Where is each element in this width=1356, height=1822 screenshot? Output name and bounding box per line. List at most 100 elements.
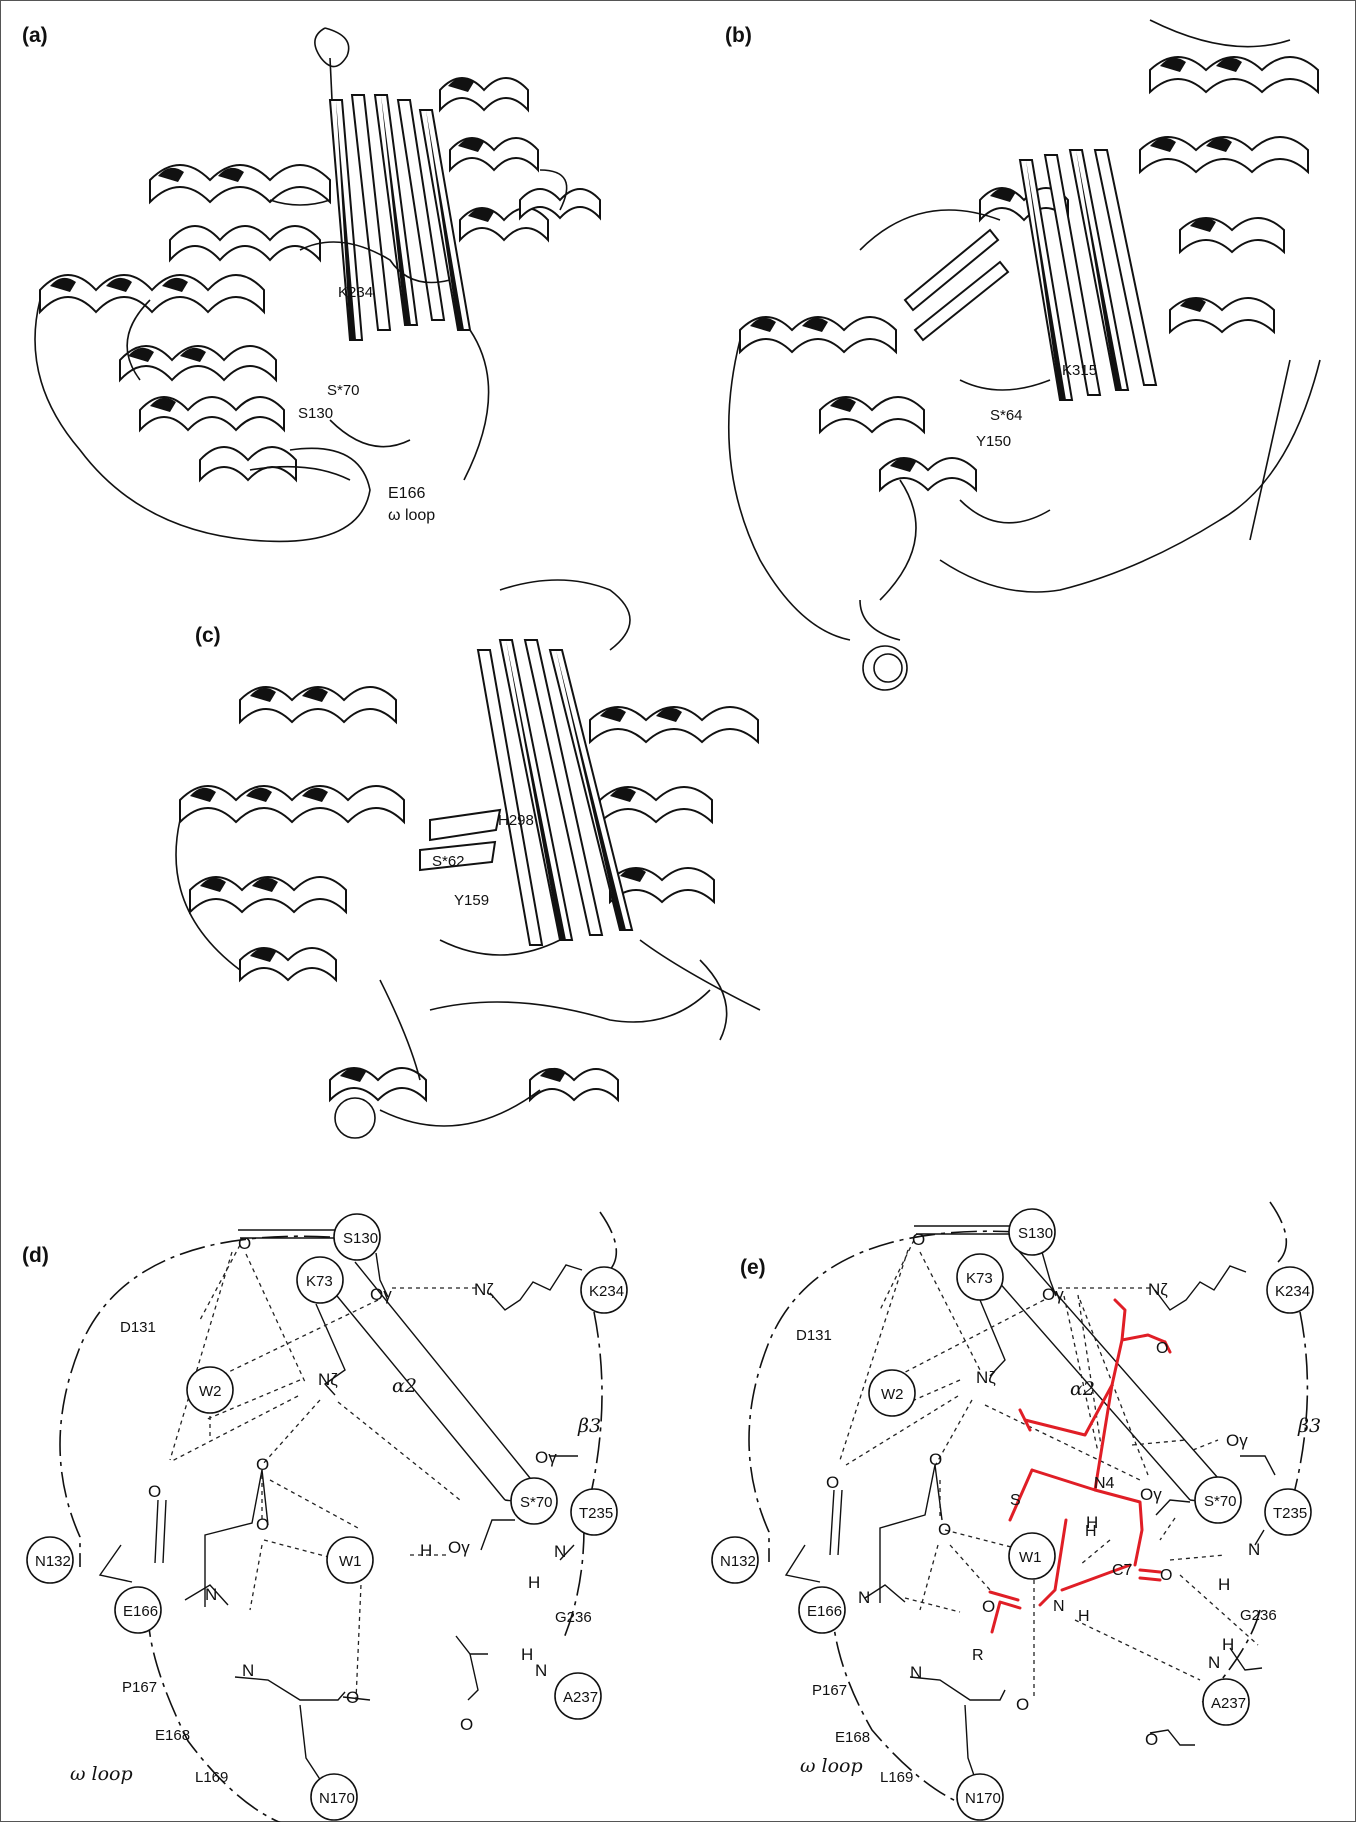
d-lab-K234: K234 — [589, 1283, 624, 1300]
d-lab-T235: T235 — [579, 1505, 613, 1522]
label-omega-loop: ω loop — [388, 507, 435, 524]
panel-d: (d) — [22, 1212, 627, 1822]
d-atom-n-e166: N — [205, 1585, 217, 1604]
panel-e: (e) — [712, 1202, 1321, 1820]
label-K234: K234 — [338, 284, 373, 301]
e-atom-n-e166: N — [858, 1588, 870, 1607]
d-lab-S130: S130 — [343, 1230, 378, 1247]
e-atom-nz234: Nζ — [1148, 1280, 1168, 1299]
e-lab-E168: E168 — [835, 1729, 870, 1746]
panel-b-coils — [729, 20, 1320, 690]
e-atom-labels: O Oγ Nζ Nζ Oγ Oγ H H N H N O O O N N O O… — [826, 1230, 1260, 1749]
e-loop-label: ω loop — [800, 1755, 863, 1777]
e-lab-W2: W2 — [881, 1386, 904, 1403]
d-strand-label: β3 — [577, 1415, 601, 1437]
d-atom-n-t235: N — [554, 1542, 566, 1561]
panel-b-ribbon — [740, 57, 1318, 490]
d-atom-h-t235: H — [528, 1573, 540, 1592]
e-lig-N: N — [1053, 1598, 1065, 1615]
d-backbone-omega — [148, 1611, 308, 1822]
e-lig-S: S — [1010, 1492, 1021, 1509]
e-lig-R: R — [972, 1647, 984, 1664]
d-atom-n-p167: N — [242, 1661, 254, 1680]
panel-b: (b) — [725, 20, 1320, 690]
d-lab-D131: D131 — [120, 1319, 156, 1336]
label-H298: H298 — [498, 812, 534, 829]
d-helix-label: α2 — [392, 1375, 417, 1397]
e-atom-h1: H — [1086, 1513, 1098, 1532]
panel-a: (a) — [22, 24, 600, 541]
e-lig-N4: N4 — [1094, 1475, 1115, 1492]
e-lig-C7: C7 — [1112, 1562, 1133, 1579]
panel-a-label: (a) — [22, 24, 48, 47]
e-hbonds — [840, 1240, 1258, 1700]
e-ligand — [990, 1300, 1170, 1632]
panel-e-label: (e) — [740, 1256, 766, 1279]
e-lab-W1: W1 — [1019, 1549, 1042, 1566]
label-S62: S*62 — [432, 853, 465, 870]
d-lab-N132: N132 — [35, 1553, 71, 1570]
panel-c: (c) — [176, 580, 760, 1138]
d-atom-og235: Oγ — [535, 1448, 557, 1467]
e-atom-o-n132: O — [826, 1473, 839, 1492]
d-lab-S70: S*70 — [520, 1494, 553, 1511]
d-atom-h-a237: H — [521, 1645, 533, 1664]
e-atom-h-t235: H — [1218, 1575, 1230, 1594]
d-lab-W1: W1 — [339, 1553, 362, 1570]
e-lab-T235: T235 — [1273, 1505, 1307, 1522]
e-lab-K234: K234 — [1275, 1283, 1310, 1300]
label-S70: S*70 — [327, 382, 360, 399]
label-K315: K315 — [1062, 362, 1097, 379]
panel-d-label: (d) — [22, 1244, 49, 1267]
e-lab-K73: K73 — [966, 1270, 993, 1287]
e-lab-S130: S130 — [1018, 1225, 1053, 1242]
d-lab-A237: A237 — [563, 1689, 598, 1706]
e-atom-n-t235: N — [1248, 1540, 1260, 1559]
d-lab-L169: L169 — [195, 1769, 228, 1786]
label-S130: S130 — [298, 405, 333, 422]
e-lab-P167: P167 — [812, 1682, 847, 1699]
d-loop-label: ω loop — [70, 1763, 133, 1785]
d-lab-G236: G236 — [555, 1609, 592, 1626]
d-lab-E168: E168 — [155, 1727, 190, 1744]
e-atom-o-lig: O — [982, 1597, 995, 1616]
d-atom-o-e166a: O — [256, 1455, 269, 1474]
e-atom-og130: Oγ — [1042, 1285, 1064, 1304]
d-lab-W2: W2 — [199, 1383, 222, 1400]
d-atom-n-a237: N — [535, 1661, 547, 1680]
e-helix-label: α2 — [1070, 1378, 1095, 1400]
d-atom-h-og70: H — [420, 1541, 432, 1560]
d-hbonds — [170, 1245, 480, 1700]
e-lig-H: H — [1078, 1608, 1090, 1625]
panel-b-labels: K315 S*64 Y150 — [976, 362, 1097, 450]
d-lab-E166: E166 — [123, 1603, 158, 1620]
d-atom-o-n132: O — [148, 1482, 161, 1501]
e-lab-S70: S*70 — [1204, 1493, 1237, 1510]
d-lab-K73: K73 — [306, 1273, 333, 1290]
label-E166: E166 — [388, 485, 425, 502]
d-atom-o-e166b: O — [256, 1515, 269, 1534]
d-atom-og130: Oγ — [370, 1285, 392, 1304]
e-atom-nz73: Nζ — [976, 1368, 996, 1387]
d-atom-og70: Oγ — [448, 1538, 470, 1557]
e-lab-E166: E166 — [807, 1603, 842, 1620]
e-atom-og70: Oγ — [1140, 1485, 1162, 1504]
label-Y150: Y150 — [976, 433, 1011, 450]
d-atom-o-a237: O — [460, 1715, 473, 1734]
d-atom-nz73: Nζ — [318, 1370, 338, 1389]
e-helix-a2 — [990, 1250, 1218, 1500]
e-lab-N170: N170 — [965, 1790, 1001, 1807]
e-atom-n-a237: N — [1208, 1653, 1220, 1672]
label-S64: S*64 — [990, 407, 1023, 424]
e-backbone-k234 — [1270, 1202, 1286, 1262]
d-lab-N170: N170 — [319, 1790, 355, 1807]
d-backbone-k234 — [600, 1212, 616, 1272]
label-Y159: Y159 — [454, 892, 489, 909]
e-atom-n-p167: N — [910, 1663, 922, 1682]
e-atom-og235: Oγ — [1226, 1431, 1248, 1450]
d-residue-circles — [27, 1214, 627, 1820]
e-strand-label: β3 — [1297, 1415, 1321, 1437]
e-atom-o-n170: O — [1016, 1695, 1029, 1714]
e-lig-O: O — [1160, 1567, 1172, 1584]
